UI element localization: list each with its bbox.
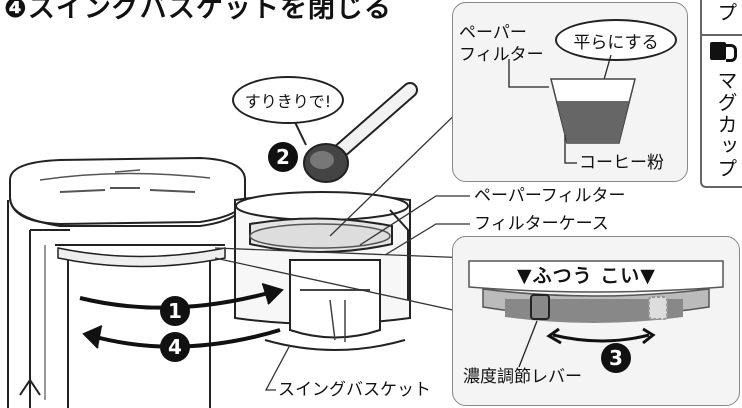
strength-lever-label: 濃度調節レバー — [463, 367, 582, 387]
mug-cup-label: マグカップ — [714, 70, 738, 180]
lid — [9, 156, 246, 227]
side-tab-top-char: プ — [714, 2, 738, 24]
swing-basket — [234, 191, 411, 351]
step-number-2: 2 — [268, 142, 298, 172]
lever-inset: ▼ふつう こい▼ 3 濃度調節レバー — [452, 236, 740, 406]
lever-diagram — [468, 260, 724, 368]
side-tab-mug: マグカップ — [700, 34, 742, 188]
strength-scale-text: ▼ふつう こい▼ — [517, 265, 656, 287]
flatten-callout: 平らにする — [555, 19, 677, 61]
side-tab-top: プ — [700, 0, 742, 36]
step-number-3: 3 — [601, 343, 631, 373]
paper-filter-label-line2: フィルター — [459, 45, 544, 65]
page-title: ❹スイングバスケットを閉じる — [4, 0, 392, 24]
scoop-callout: すりきりで! — [232, 76, 344, 124]
mug-cup-icon — [710, 42, 726, 60]
step-number-4: 4 — [160, 332, 190, 362]
mug-handle-icon — [726, 44, 737, 62]
measuring-scoop — [303, 82, 418, 183]
filter-case-label: フィルターケース — [474, 214, 609, 234]
paper-filter-inset: ペーパー フィルター 平らにする コーヒー粉 — [452, 2, 688, 182]
swing-basket-label: スイングバスケット — [278, 380, 431, 400]
step-number-1: 1 — [160, 296, 190, 326]
coffee-powder-label: コーヒー粉 — [579, 153, 664, 173]
filter-cone-diagram — [508, 54, 636, 164]
paper-filter-label-line1: ペーパー — [459, 23, 527, 43]
coffee-maker-body — [7, 200, 225, 408]
paper-filter-label: ペーパーフィルター — [474, 186, 626, 206]
